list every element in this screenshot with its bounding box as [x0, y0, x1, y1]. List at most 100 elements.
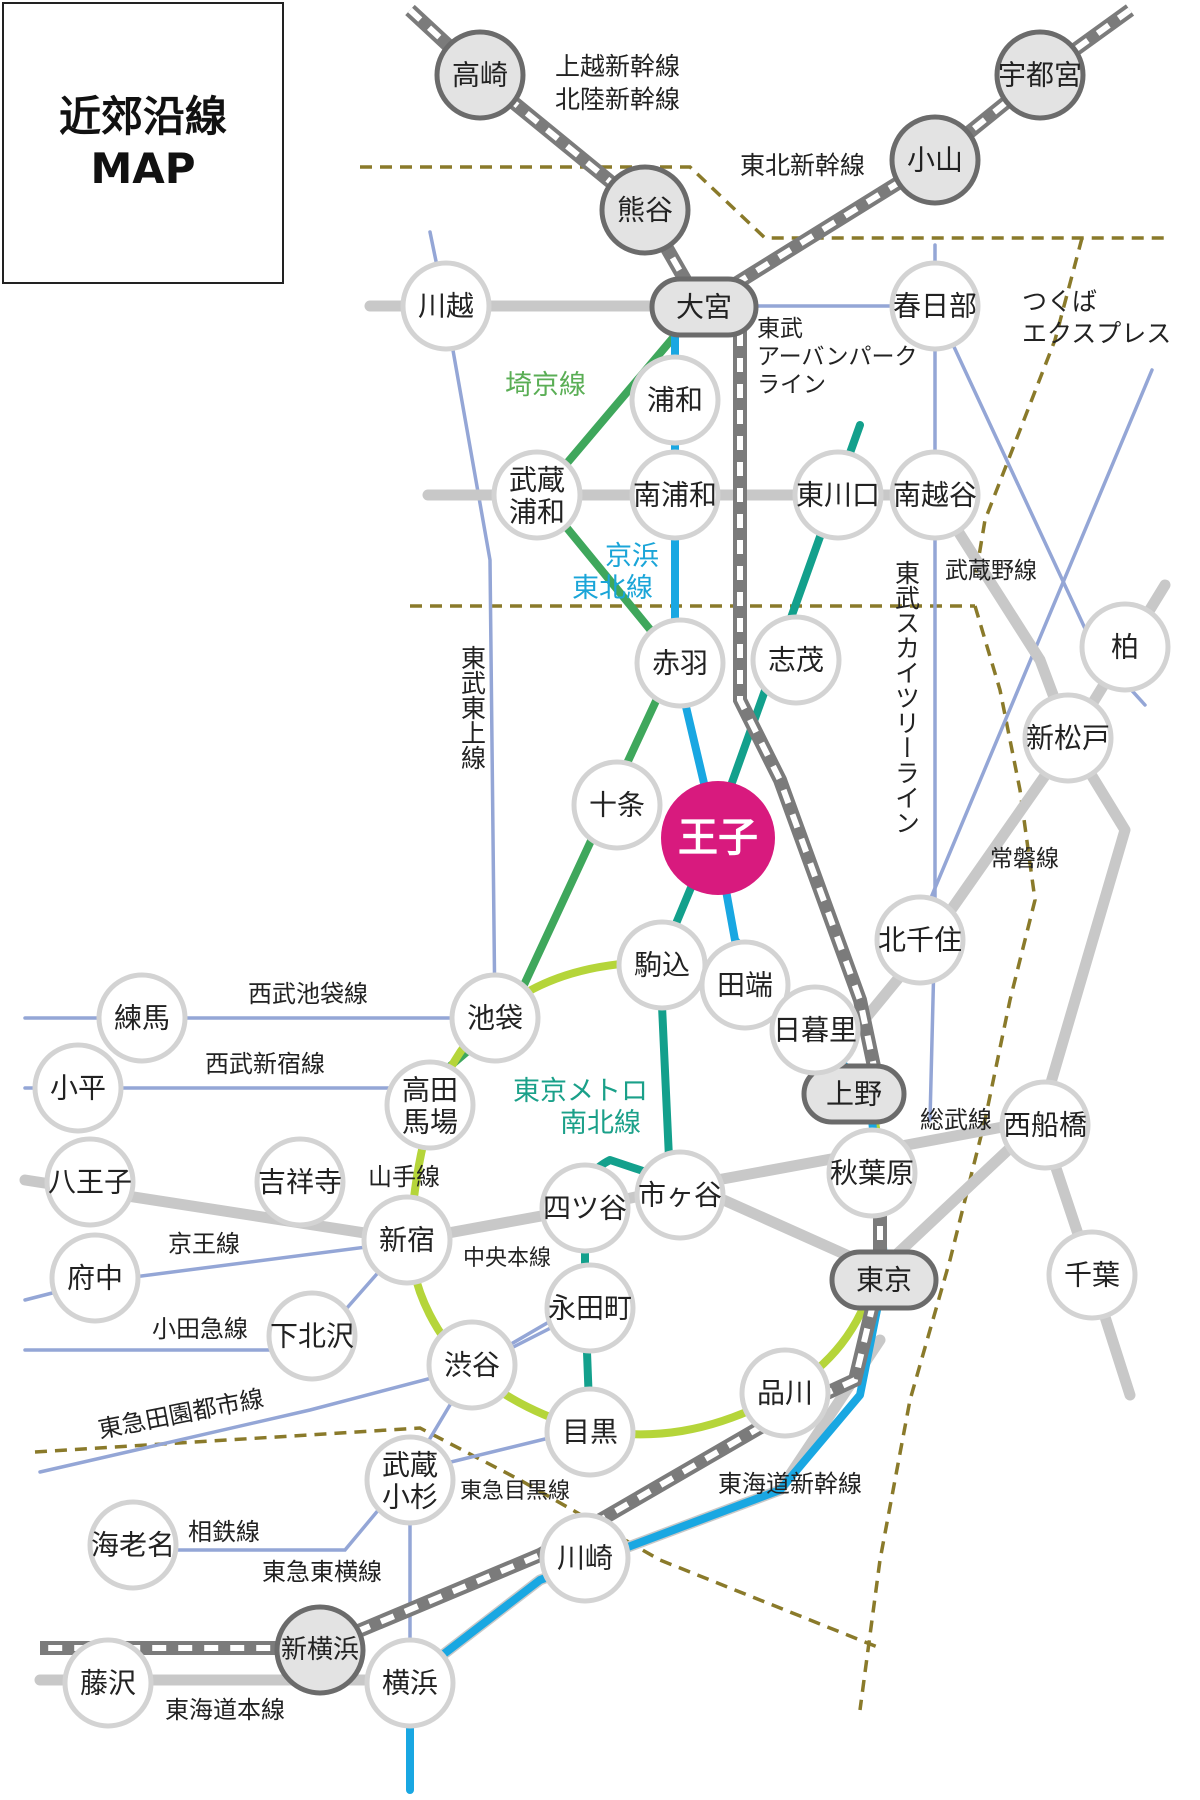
prefecture-borders	[34, 165, 1170, 1711]
station-label: 小杉	[382, 1481, 438, 1514]
label-metro-1: 東京メトロ	[513, 1076, 648, 1107]
station-label: 十条	[589, 789, 645, 822]
station-shin-yokohama[interactable]: 新横浜	[274, 1604, 366, 1696]
station-minami-urawa[interactable]: 南浦和	[629, 449, 721, 541]
station-minami-koshigaya[interactable]: 南越谷	[889, 449, 981, 541]
station-utsunomiya[interactable]: 宇都宮	[994, 29, 1086, 121]
station-label: 千葉	[1064, 1259, 1120, 1292]
station-akihabara[interactable]: 秋葉原	[826, 1127, 918, 1219]
station-kichijoji[interactable]: 吉祥寺	[254, 1136, 346, 1228]
station-label: 小平	[50, 1072, 106, 1105]
label-keihin-1: 京浜	[605, 541, 659, 572]
station-label: 渋谷	[444, 1349, 500, 1382]
station-nerima[interactable]: 練馬	[96, 972, 188, 1064]
station-chiba[interactable]: 千葉	[1046, 1229, 1138, 1321]
border-ibaraki	[973, 237, 1084, 581]
station-higashi-kawaguchi[interactable]: 東川口	[792, 449, 884, 541]
station-label: 北千住	[878, 924, 962, 957]
station-label: 藤沢	[80, 1667, 136, 1700]
station-label: 横浜	[382, 1667, 438, 1700]
station-label: 馬場	[402, 1106, 458, 1139]
station-label: 池袋	[467, 1002, 523, 1035]
map-title: 近郊沿線 MAP	[2, 2, 284, 284]
station-kasukabe[interactable]: 春日部	[889, 260, 981, 352]
station-label: 府中	[67, 1262, 123, 1295]
station-label: 市ヶ谷	[638, 1179, 722, 1212]
label-yamanote: 山手線	[368, 1163, 440, 1191]
station-oyama[interactable]: 小山	[889, 114, 981, 206]
label-tobu-skytree: 東武スカイツリーライン	[892, 560, 921, 835]
station-shibuya[interactable]: 渋谷	[426, 1319, 518, 1411]
label-seibu-shinjuku: 西武新宿線	[205, 1050, 325, 1078]
label-joetsu: 上越新幹線	[555, 52, 680, 81]
station-kashiwa[interactable]: 柏	[1079, 601, 1171, 693]
station-ichigaya[interactable]: 市ヶ谷	[634, 1149, 726, 1241]
label-keihin-2: 東北線	[572, 573, 653, 604]
station-tokyo[interactable]: 東京	[829, 1249, 939, 1311]
label-tohoku-shinkansen: 東北新幹線	[740, 151, 865, 180]
station-tabata[interactable]: 田端	[699, 939, 791, 1031]
line-tokyu-denentoshi	[38, 1296, 592, 1474]
station-label: 新横浜	[281, 1635, 359, 1665]
label-sobu: 総武線	[920, 1106, 992, 1134]
station-fuchu[interactable]: 府中	[49, 1232, 141, 1324]
station-hachioji[interactable]: 八王子	[44, 1136, 136, 1228]
label-tsukuba-2: エクスプレス	[1022, 319, 1171, 348]
station-shimo[interactable]: 志茂	[750, 614, 842, 706]
station-label: 志茂	[768, 644, 824, 677]
station-ueno[interactable]: 上野	[801, 1063, 907, 1125]
station-label: 王子	[678, 815, 758, 861]
station-urawa[interactable]: 浦和	[629, 354, 721, 446]
label-chuo: 中央本線	[463, 1246, 551, 1271]
station-kumagaya[interactable]: 熊谷	[599, 164, 691, 256]
station-kita-senju[interactable]: 北千住	[874, 894, 966, 986]
label-metro-2: 南北線	[560, 1108, 641, 1139]
station-ebina[interactable]: 海老名	[87, 1499, 179, 1591]
station-fujisawa[interactable]: 藤沢	[62, 1637, 154, 1729]
station-label: 南越谷	[893, 479, 977, 512]
label-hokuriku: 北陸新幹線	[555, 85, 680, 114]
station-shinjuku[interactable]: 新宿	[361, 1194, 453, 1286]
station-kawasaki[interactable]: 川崎	[539, 1512, 631, 1604]
station-label: 大宮	[676, 291, 732, 324]
station-meguro[interactable]: 目黒	[544, 1386, 636, 1478]
label-tsukuba-1: つくば	[1022, 287, 1097, 316]
station-nagatacho[interactable]: 永田町	[544, 1262, 636, 1354]
station-shimokitazawa[interactable]: 下北沢	[266, 1290, 358, 1382]
station-label: 高田	[402, 1074, 458, 1107]
station-nishi-funabashi[interactable]: 西船橋	[999, 1079, 1091, 1171]
station-jujo[interactable]: 十条	[571, 759, 663, 851]
station-komagome[interactable]: 駒込	[616, 919, 708, 1011]
station-label: 小山	[907, 144, 963, 177]
label-musashino: 武蔵野線	[945, 558, 1037, 584]
station-label: 八王子	[48, 1166, 132, 1199]
station-yokohama[interactable]: 横浜	[364, 1637, 456, 1729]
label-seibu-ikebukuro: 西武池袋線	[248, 980, 368, 1008]
station-label: 吉祥寺	[258, 1166, 342, 1199]
station-kodaira[interactable]: 小平	[32, 1042, 124, 1134]
station-oji[interactable]: 王子	[661, 781, 775, 895]
station-nippori[interactable]: 日暮里	[769, 984, 861, 1076]
station-akabane[interactable]: 赤羽	[634, 617, 726, 709]
station-ikebukuro[interactable]: 池袋	[449, 972, 541, 1064]
station-label: 日暮里	[773, 1014, 857, 1047]
label-sotetsu: 相鉄線	[188, 1518, 260, 1546]
station-label: 田端	[717, 969, 773, 1002]
label-saikyo: 埼京線	[505, 370, 586, 401]
station-takasaki[interactable]: 高崎	[434, 29, 526, 121]
station-label: 東川口	[796, 479, 880, 512]
station-label: 浦和	[509, 496, 565, 529]
station-omiya[interactable]: 大宮	[649, 276, 759, 338]
station-label: 四ツ谷	[543, 1192, 627, 1225]
station-shinagawa[interactable]: 品川	[739, 1347, 831, 1439]
station-yotsuya[interactable]: 四ツ谷	[539, 1162, 631, 1254]
station-label: 目黒	[562, 1416, 618, 1449]
station-kawagoe[interactable]: 川越	[400, 260, 492, 352]
line-labels: 上越新幹線 北陸新幹線 東北新幹線 つくば エクスプレス 東武 アーバンパーク …	[96, 52, 1171, 1724]
station-shin-matsudo[interactable]: 新松戸	[1022, 692, 1114, 784]
label-tobu-urban-2: アーバンパーク	[757, 344, 918, 370]
label-tokaido-main: 東海道本線	[165, 1696, 285, 1724]
